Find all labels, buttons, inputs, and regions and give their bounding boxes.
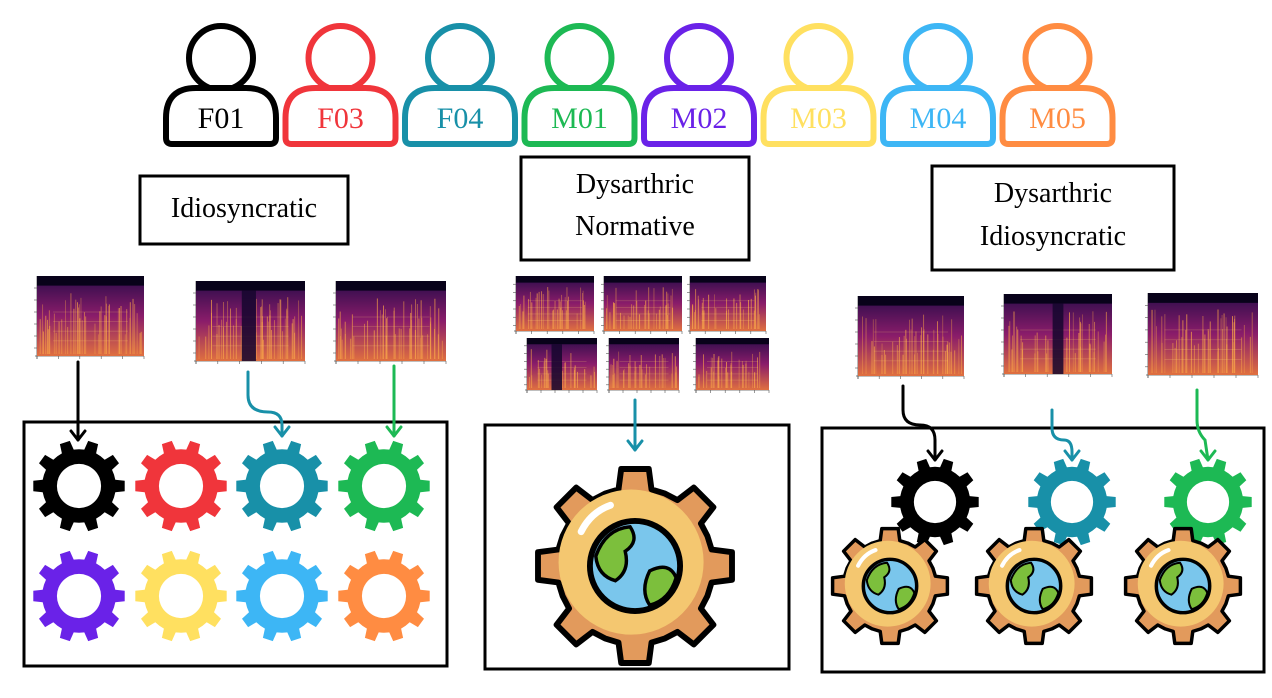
speaker-id: M02 [671, 102, 728, 135]
gear-icon-f04 [236, 440, 328, 532]
idiosyncratic-models-box [22, 420, 449, 668]
gear-icon-f03 [135, 440, 227, 532]
spectrogram-3c [1145, 293, 1259, 378]
person-head-icon [544, 23, 615, 93]
spectrogram-3b [1001, 294, 1113, 377]
label-idiosyncratic-line-1: Idiosyncratic [171, 193, 317, 224]
speaker-id: M01 [551, 102, 608, 135]
person-head-icon [1022, 23, 1093, 93]
speaker-id: F04 [437, 102, 484, 135]
speaker-m01: M01 [521, 23, 638, 147]
globe-gear-icon-normative [535, 466, 735, 666]
gear-icon-m01 [338, 440, 430, 532]
gear-icon-m04 [236, 550, 328, 642]
speaker-m03: M03 [760, 23, 877, 147]
speaker-id: M05 [1029, 102, 1086, 135]
person-head-icon [425, 23, 495, 93]
gear-icon-m02 [33, 550, 125, 642]
speaker-f04: F04 [402, 23, 518, 147]
spectrogram-image [609, 338, 679, 390]
gear-icon-m03 [135, 550, 227, 642]
arrow-dys-m01 [1195, 388, 1217, 462]
speaker-f03: F03 [282, 23, 399, 147]
globe-gear-icon-dys-1 [830, 526, 950, 646]
person-body-icon [521, 85, 638, 147]
label-normative-line-2: Normative [575, 211, 695, 242]
spectrogram-2b [601, 276, 683, 334]
globe-gear-icon-dys-3 [1123, 526, 1243, 646]
spectrogram-2f [693, 338, 770, 393]
gear-group [33, 440, 1252, 666]
speaker-m05: M05 [999, 23, 1116, 147]
person-body-icon [402, 85, 518, 147]
person-body-icon [641, 85, 757, 147]
spectrogram-group [34, 276, 1259, 393]
arrow-m01 [385, 364, 403, 438]
spectrogram-1b [193, 281, 306, 364]
spectrogram-image [858, 296, 964, 376]
speaker-row: F01 F03 F04 M01 M02 M03 M04 M05 [163, 23, 1116, 147]
spectrogram-image [604, 276, 682, 331]
arrow-f04 [246, 370, 291, 438]
person-head-icon [783, 23, 854, 93]
label-dysarthric-idiosyncratic: Dysarthric Idiosyncratic [930, 164, 1176, 272]
person-body-icon [163, 85, 279, 147]
speaker-f01: F01 [163, 23, 279, 147]
speaker-id: F01 [198, 102, 245, 135]
label-dys-idio-line-2: Idiosyncratic [980, 221, 1126, 252]
arrows [69, 360, 1217, 462]
spectrogram-2d [524, 338, 598, 393]
speaker-id: F03 [317, 102, 364, 135]
globe-gear-icon-dys-2 [974, 526, 1094, 646]
spectrogram-2e [606, 338, 680, 393]
spectrogram-1c [333, 281, 447, 364]
normative-model-box [483, 423, 791, 671]
label-dys-idio-line-1: Dysarthric [994, 178, 1112, 209]
person-head-icon [186, 23, 256, 93]
arrow-normative [626, 398, 644, 452]
person-body-icon [282, 85, 399, 147]
gear-icon-f01 [33, 440, 125, 532]
person-body-icon [999, 85, 1116, 147]
speaker-id: M04 [910, 102, 967, 135]
gear-icon-dys-m01 [1164, 458, 1252, 546]
spectrogram-image [37, 276, 144, 356]
label-dysarthric-normative: Dysarthric Normative [519, 155, 751, 262]
spectrogram-3a [855, 296, 965, 379]
spectrogram-2a [513, 276, 595, 334]
arrow-dys-f01 [901, 384, 944, 462]
speaker-m04: M04 [880, 23, 996, 147]
speaker-id: M03 [790, 102, 847, 135]
spectrogram-image [696, 338, 769, 390]
spectrogram-2c [687, 276, 767, 334]
speaker-m02: M02 [641, 23, 757, 147]
spectrogram-1a [34, 276, 145, 359]
dys-idiosyncratic-models-box [820, 426, 1266, 674]
person-body-icon [760, 85, 877, 147]
gear-icon-dys-f04 [1028, 458, 1116, 546]
person-head-icon [664, 23, 734, 93]
arrow-f01 [69, 360, 87, 442]
person-head-icon [903, 23, 973, 93]
gear-icon-dys-f01 [891, 458, 979, 546]
arrow-dys-f04 [1050, 408, 1081, 462]
gear-icon-m05 [338, 550, 430, 642]
label-idiosyncratic: Idiosyncratic [138, 174, 350, 246]
person-body-icon [880, 85, 996, 147]
label-normative-line-1: Dysarthric [576, 169, 694, 200]
person-head-icon [305, 23, 376, 93]
